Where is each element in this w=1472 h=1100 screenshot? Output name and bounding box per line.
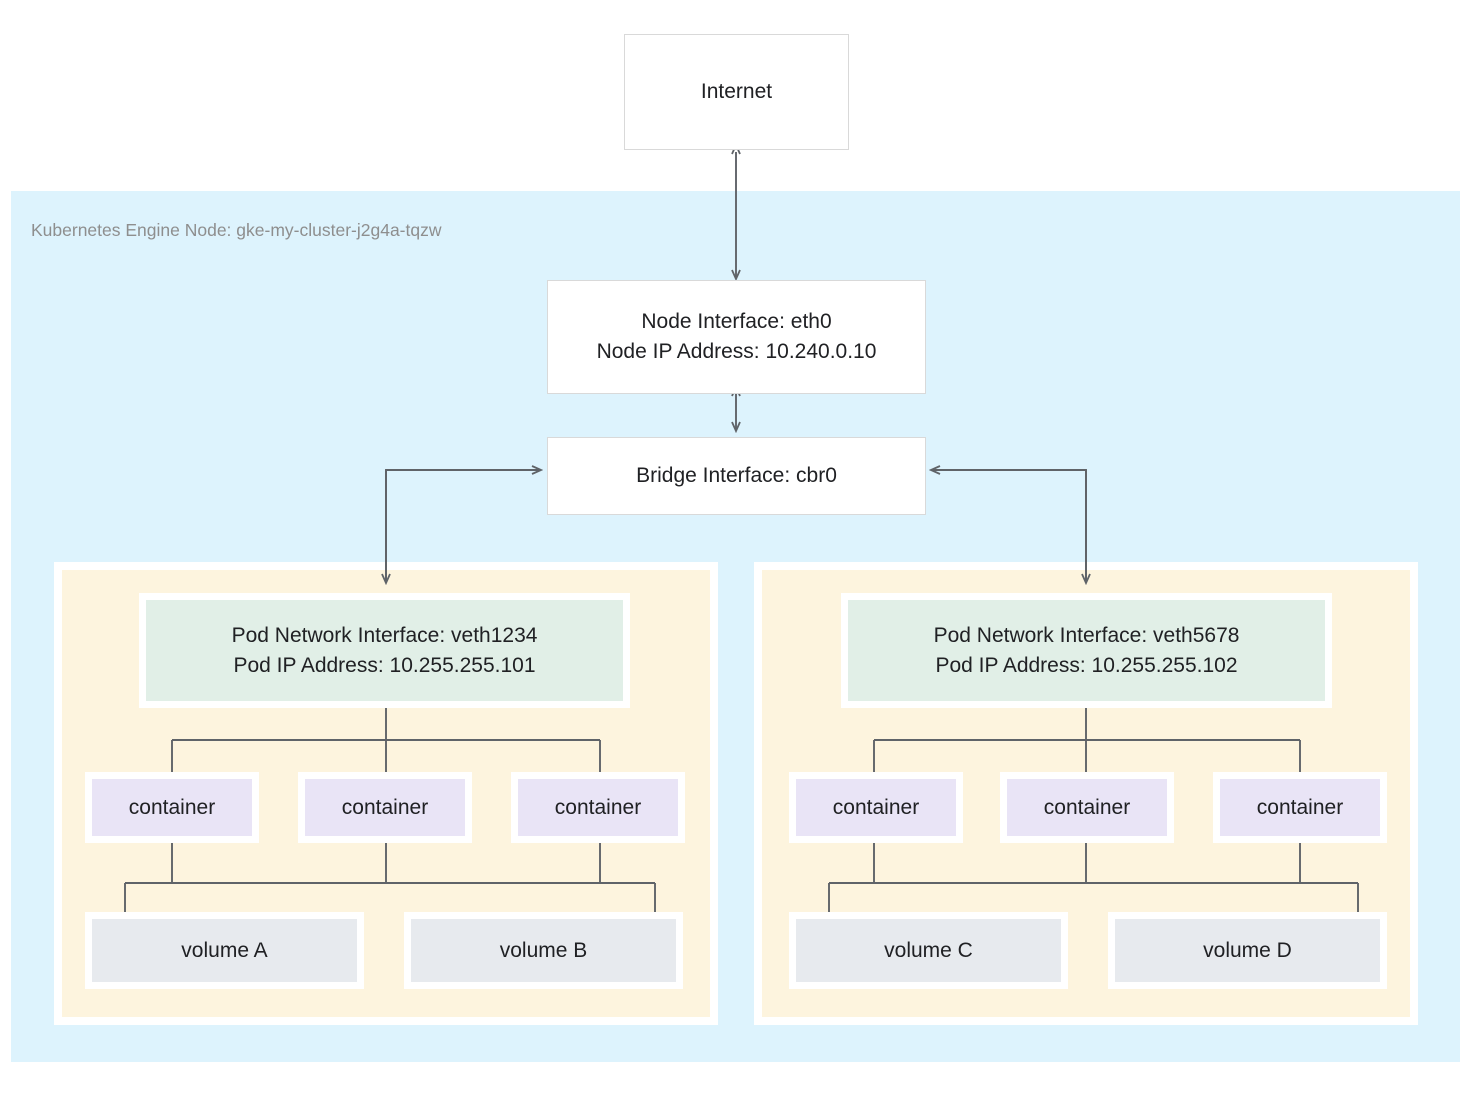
container-right-1-label: container: [832, 795, 920, 819]
volume-d[interactable]: volume D: [1108, 912, 1387, 989]
volume-b[interactable]: volume B: [404, 912, 683, 989]
kubernetes-node-label: Kubernetes Engine Node: gke-my-cluster-j…: [31, 220, 442, 240]
volume-c-label: volume C: [884, 938, 973, 962]
volume-d-label: volume D: [1203, 938, 1292, 962]
node-interface-text: Node Interface: eth0 Node IP Address: 10…: [596, 310, 877, 363]
container-right-3[interactable]: container: [1213, 772, 1387, 843]
container-right-2[interactable]: container: [1000, 772, 1174, 843]
node-interface-box[interactable]: Node Interface: eth0 Node IP Address: 10…: [547, 280, 926, 394]
container-left-3-label: container: [554, 795, 642, 819]
bridge-interface-label: Bridge Interface: cbr0: [636, 464, 837, 488]
bridge-interface-box[interactable]: Bridge Interface: cbr0: [547, 437, 926, 515]
internet-box[interactable]: Internet: [624, 34, 849, 150]
container-right-2-label: container: [1043, 795, 1131, 819]
container-left-2-label: container: [341, 795, 429, 819]
volume-a-label: volume A: [181, 938, 268, 962]
container-left-1[interactable]: container: [85, 772, 259, 843]
container-left-1-label: container: [128, 795, 216, 819]
pod-network-interface-right[interactable]: Pod Network Interface: veth5678 Pod IP A…: [841, 593, 1332, 708]
volume-c[interactable]: volume C: [789, 912, 1068, 989]
container-right-3-label: container: [1256, 795, 1344, 819]
volume-b-label: volume B: [499, 938, 588, 962]
volume-a[interactable]: volume A: [85, 912, 364, 989]
pod-network-interface-right-text: Pod Network Interface: veth5678 Pod IP A…: [933, 623, 1240, 677]
pod-network-interface-left-text: Pod Network Interface: veth1234 Pod IP A…: [231, 623, 538, 677]
container-left-2[interactable]: container: [298, 772, 472, 843]
internet-label: Internet: [700, 80, 773, 104]
pod-network-interface-left[interactable]: Pod Network Interface: veth1234 Pod IP A…: [139, 593, 630, 708]
container-right-1[interactable]: container: [789, 772, 963, 843]
container-left-3[interactable]: container: [511, 772, 685, 843]
